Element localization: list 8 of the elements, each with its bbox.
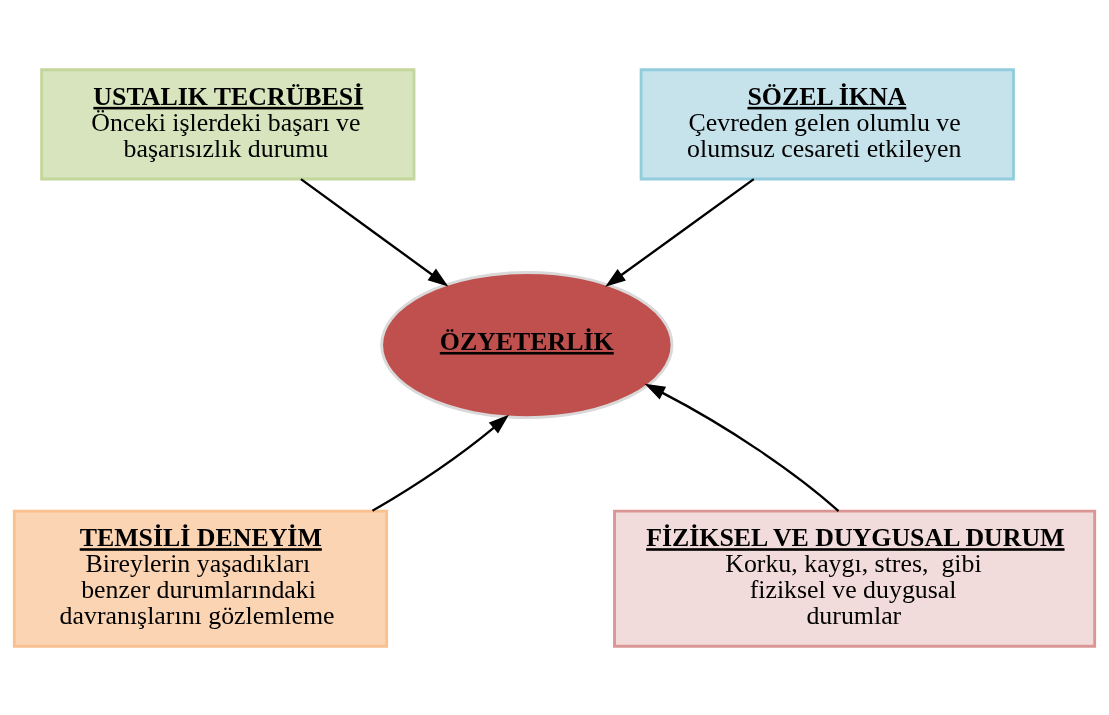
arrow bbox=[300, 177, 449, 286]
node-box: TEMSİLİ DENEYİM Bireylerin yaşadıkları benzer durumlarındaki davranışlarını gözlemleme bbox=[12, 509, 389, 648]
arrow bbox=[605, 177, 755, 287]
node-box: SÖZEL İKNA Çevreden gelen olumlu ve olumsuz cesareti etkileyen bbox=[639, 67, 1015, 180]
node-box: FİZİKSEL VE DUYGUSAL DURUM Korku, kaygı, stres, gibi fiziksel ve duygusal durumlar bbox=[613, 509, 1097, 648]
arrow bbox=[644, 383, 840, 512]
arrow bbox=[371, 414, 509, 512]
node-box: USTALIK TECRÜBESİ Önceki işlerdeki başarı ve başarısızlık durumu bbox=[40, 67, 416, 180]
